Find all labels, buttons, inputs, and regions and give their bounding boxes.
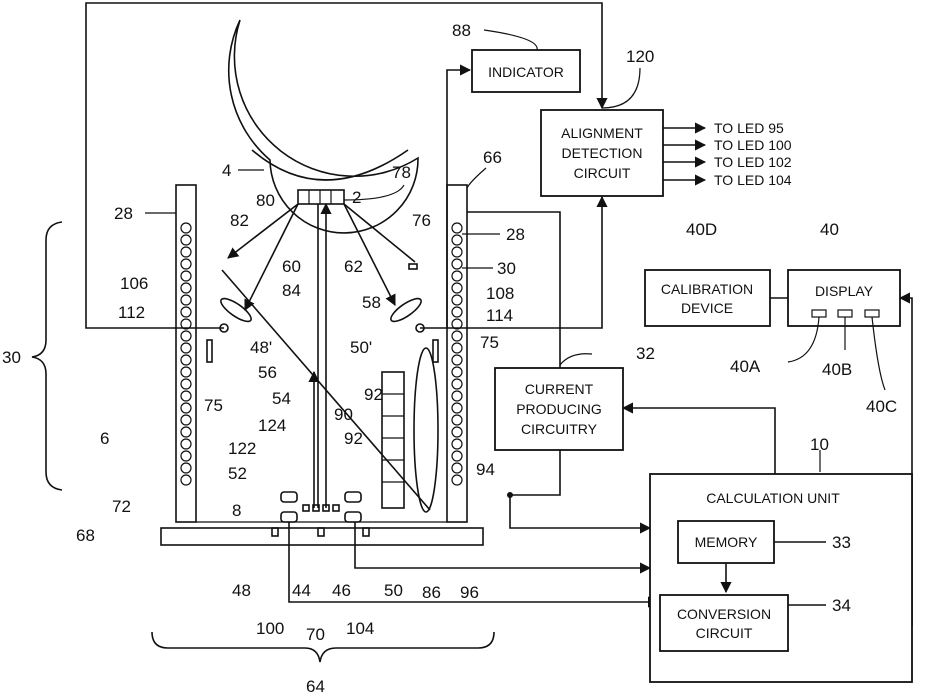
ref-94: 94: [476, 460, 495, 479]
ref-30a: 30: [2, 348, 21, 367]
ref-108: 108: [486, 284, 514, 303]
ref-120: 120: [626, 47, 654, 66]
memory-label: MEMORY: [695, 534, 758, 550]
element-90: [382, 372, 404, 508]
ref-48: 48: [232, 581, 251, 600]
ref-76: 76: [412, 211, 431, 230]
ref-84: 84: [282, 281, 301, 300]
ref-2: 2: [352, 188, 361, 207]
ref-75a: 75: [204, 396, 223, 415]
led-output-2: TO LED 100: [714, 137, 792, 153]
ref-80: 80: [256, 191, 275, 210]
brace-30: [32, 222, 62, 490]
ref-44: 44: [292, 581, 311, 600]
ref-10: 10: [810, 435, 829, 454]
ref-106: 106: [120, 274, 148, 293]
ref-114: 114: [486, 306, 513, 325]
cornea-curve: [252, 150, 408, 180]
lens-50p: [388, 295, 424, 325]
ref-50p: 50': [350, 338, 372, 357]
ref-33: 33: [832, 533, 851, 552]
ref-6: 6: [100, 429, 109, 448]
led-output-1: TO LED 95: [714, 120, 784, 136]
ref-50: 50: [384, 581, 403, 600]
ref-28b: 28: [506, 225, 525, 244]
ref-72: 72: [112, 497, 131, 516]
ref-32: 32: [636, 344, 655, 363]
ref-68: 68: [76, 526, 95, 545]
ref-82: 82: [230, 211, 249, 230]
ref-46: 46: [332, 581, 351, 600]
ref-28a: 28: [114, 204, 133, 223]
ref-56: 56: [258, 363, 277, 382]
ref-30b: 30: [497, 259, 516, 278]
ref-122: 122: [228, 439, 256, 458]
ref-70: 70: [306, 625, 325, 644]
alignment-label-1: ALIGNMENT: [561, 125, 643, 141]
right-led-circles: [452, 223, 462, 485]
calibration-device-box: [645, 270, 770, 326]
ref-34: 34: [832, 596, 851, 615]
led-output-3: TO LED 102: [714, 154, 792, 170]
lens-94: [414, 348, 438, 512]
ref-40: 40: [820, 220, 839, 239]
indicator-label: INDICATOR: [488, 64, 564, 80]
ref-40B: 40B: [822, 360, 852, 379]
calculation-unit-label: CALCULATION UNIT: [706, 490, 840, 506]
ref-92a: 92: [364, 385, 383, 404]
ref-92b: 92: [344, 429, 363, 448]
ref-90: 90: [334, 405, 353, 424]
ref-100: 100: [256, 619, 284, 638]
ref-66: 66: [483, 148, 502, 167]
ref-78: 78: [392, 163, 411, 182]
ref-62: 62: [344, 257, 363, 276]
current-label-1: CURRENT: [525, 381, 594, 397]
alignment-label-3: CIRCUIT: [574, 165, 631, 181]
conversion-label-2: CIRCUIT: [696, 625, 753, 641]
ref-75b: 75: [480, 333, 499, 352]
ref-4: 4: [222, 161, 231, 180]
ref-96: 96: [460, 583, 479, 602]
ref-124: 124: [258, 416, 286, 435]
ref-58: 58: [362, 293, 381, 312]
ref-64: 64: [306, 677, 325, 695]
current-label-2: PRODUCING: [516, 401, 602, 417]
ref-52: 52: [228, 464, 247, 483]
led-output-4: TO LED 104: [714, 172, 792, 188]
sensor-element-2: [298, 190, 344, 204]
ref-40C: 40C: [866, 397, 897, 416]
ref-54: 54: [272, 389, 291, 408]
ref-8: 8: [232, 501, 241, 520]
lens-48p: [218, 295, 254, 325]
ref-40A: 40A: [730, 357, 761, 376]
ref-88: 88: [452, 21, 471, 40]
ref-86: 86: [422, 583, 441, 602]
current-label-3: CIRCUITRY: [521, 421, 598, 437]
conversion-label-1: CONVERSION: [677, 606, 771, 622]
ref-40D: 40D: [686, 220, 717, 239]
calibration-label-2: DEVICE: [681, 300, 733, 316]
ref-104: 104: [346, 619, 374, 638]
left-led-circles: [181, 223, 191, 485]
calibration-label-1: CALIBRATION: [661, 281, 753, 297]
display-label: DISPLAY: [815, 283, 874, 299]
ref-112: 112: [118, 303, 145, 322]
alignment-label-2: DETECTION: [562, 145, 643, 161]
conversion-circuit-box: [660, 595, 788, 651]
ref-48p: 48': [250, 338, 272, 357]
ref-60: 60: [282, 257, 301, 276]
